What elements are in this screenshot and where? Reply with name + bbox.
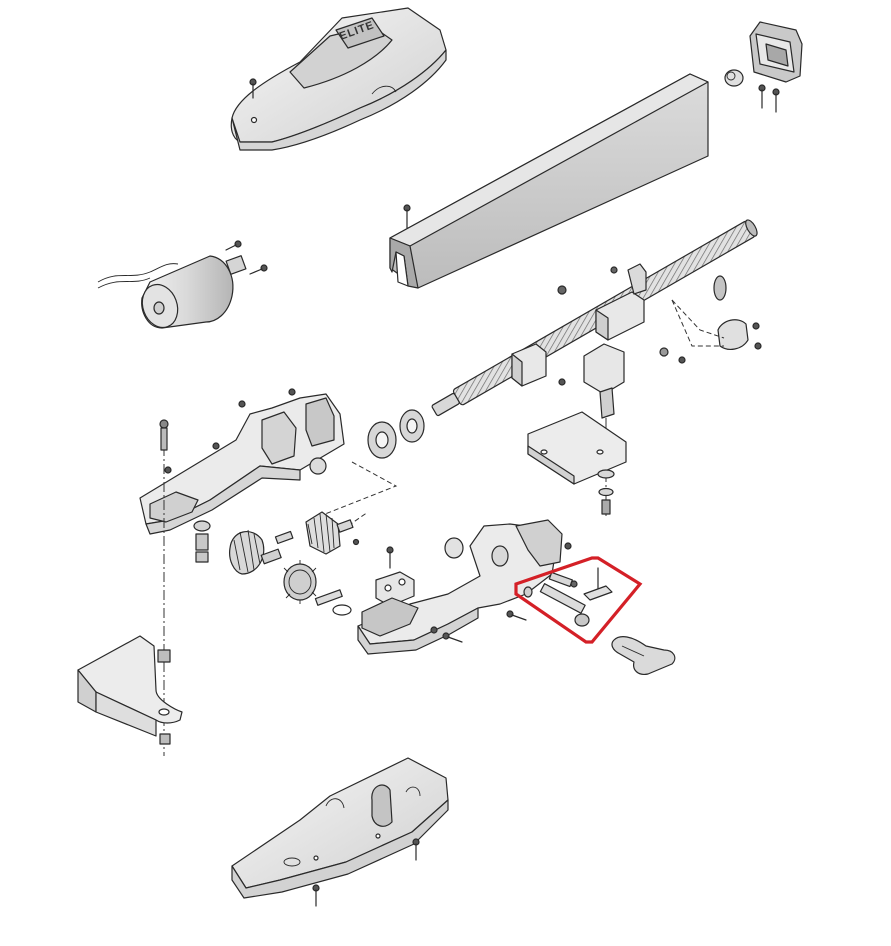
- end-cap-screw: [772, 88, 780, 113]
- highlight-outline: [514, 556, 643, 644]
- end-cap: [724, 21, 803, 113]
- bottom-cover: [231, 757, 449, 907]
- bottom-cover-screw: [412, 838, 420, 861]
- rear-bracket: [77, 419, 211, 756]
- bearing: [367, 421, 397, 459]
- gearbox-upper-half: [139, 388, 345, 535]
- gearbox-lower-half: [357, 519, 572, 655]
- motor: [97, 240, 268, 329]
- release-key: [611, 636, 676, 675]
- rear-bolt: [159, 419, 169, 451]
- nut-carriage: [511, 263, 762, 387]
- motor-screw: [249, 264, 268, 275]
- gearbox-screw: [506, 610, 527, 621]
- spur-gear: [283, 560, 317, 604]
- motor-screw: [225, 240, 242, 251]
- release-lever-pin-assembly: [514, 556, 643, 644]
- terminal-block: [375, 546, 415, 607]
- tube-screw: [403, 204, 411, 229]
- front-bracket: [527, 343, 627, 516]
- gearbox-screw: [442, 632, 463, 643]
- profile-tube: [389, 73, 709, 289]
- cover-screw: [249, 78, 257, 99]
- fork-joint: [671, 275, 749, 350]
- bottom-cover-screw: [312, 884, 320, 907]
- end-cap-screw: [758, 84, 766, 109]
- bevel-gears: [229, 511, 360, 616]
- top-cover: ELITE: [230, 7, 447, 151]
- bearing: [399, 409, 425, 443]
